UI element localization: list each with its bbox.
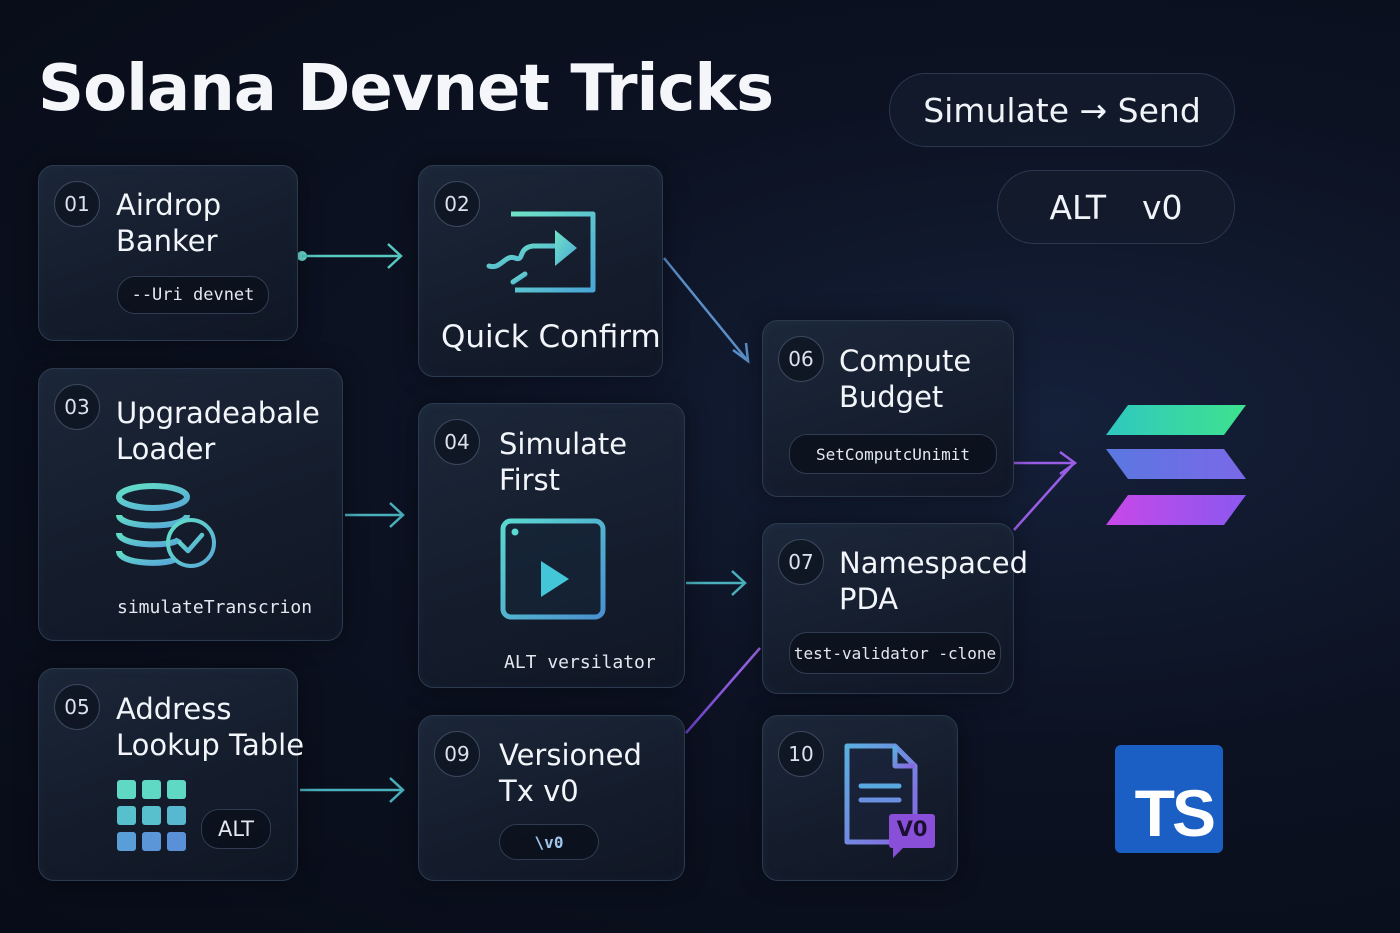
code-snippet: ALT versilator	[504, 652, 656, 673]
card-versioned-document: 10 V0	[762, 715, 958, 881]
database-check-icon	[116, 483, 216, 568]
typescript-logo-text: TS	[1134, 776, 1216, 850]
arrow-01-02	[297, 243, 403, 269]
step-number: 07	[778, 539, 824, 585]
card-airdrop-banker: 01 Airdrop Banker --Uri devnet	[38, 165, 298, 341]
step-number: 04	[434, 419, 480, 465]
card-title-line-1: Namespaced	[839, 546, 1029, 580]
card-title-line-2: PDA	[839, 582, 899, 616]
card-title-line-2: Budget	[839, 380, 944, 414]
code-snippet: simulateTranscrion	[117, 597, 313, 618]
card-title: Namespaced PDA	[839, 545, 1028, 617]
card-title-line-2: Tx v0	[499, 774, 579, 808]
card-title-line-1: Airdrop	[116, 188, 222, 222]
card-compute-budget: 06 Compute Budget SetComputcUnimit	[762, 320, 1014, 497]
doc-version-badge: V0	[896, 817, 928, 841]
v0-badge-label: v0	[1142, 187, 1183, 227]
solana-logo-icon	[1106, 405, 1246, 525]
step-number: 05	[54, 684, 100, 730]
step-number: 10	[778, 731, 824, 777]
card-title-line-2: Banker	[116, 224, 218, 258]
code-snippet: ALT	[201, 809, 271, 849]
step-number: 03	[54, 384, 100, 430]
card-title: Upgradeabale Loader	[116, 395, 320, 467]
code-snippet: test-validator -clone	[789, 632, 1001, 674]
play-window-icon	[500, 518, 606, 620]
card-title: Quick Confirm	[441, 319, 661, 355]
card-quick-confirm: 02 Quick Confirm	[418, 165, 663, 377]
card-namespaced-pda: 07 Namespaced PDA test-validator -clone	[762, 523, 1028, 694]
code-snippet: SetComputcUnimit	[789, 434, 997, 474]
card-title-line-1: Compute	[839, 344, 972, 378]
arrow-04-07	[686, 570, 747, 596]
arrow-03-04	[345, 502, 405, 528]
step-number: 02	[434, 181, 480, 227]
code-snippet: --Uri devnet	[117, 276, 269, 314]
arrow-06-07-to-solana	[1013, 450, 1078, 531]
card-title: Airdrop Banker	[116, 187, 221, 259]
card-title-line-2: Loader	[116, 432, 216, 466]
arrow-05-09	[300, 777, 405, 803]
card-title-line-1: Versioned	[499, 738, 642, 772]
page-title: Solana Devnet Tricks	[38, 52, 774, 126]
transfer-arrow-icon	[486, 211, 596, 293]
document-v0-icon	[844, 743, 935, 858]
alt-badge-label: ALT	[1049, 187, 1107, 227]
line-09-07	[685, 647, 761, 734]
arrow-02-06	[663, 257, 750, 364]
code-snippet: \v0	[499, 824, 599, 860]
card-title-line-1: Upgradeabale	[116, 396, 320, 430]
typescript-logo-icon: TS	[1115, 745, 1223, 853]
card-title-line-2: Lookup Table	[116, 728, 305, 762]
card-address-lookup-table: 05 Address Lookup Table ALT	[38, 668, 304, 881]
step-number: 06	[778, 336, 824, 382]
card-upgradeable-loader: 03 Upgradeabale Loader simulateTranscrio…	[38, 368, 343, 641]
alt-v0-badge: ALT v0	[997, 170, 1235, 244]
card-title-line-1: Address	[116, 692, 232, 726]
simulate-send-badge: Simulate → Send	[889, 73, 1235, 147]
grid-table-icon	[117, 780, 186, 851]
card-simulate-first: 04 Simulate First ALT versilator	[418, 403, 685, 688]
card-title: Address Lookup Table	[116, 691, 304, 763]
card-versioned-tx: 09 Versioned Tx v0 \v0	[418, 715, 685, 881]
card-title: Simulate First	[499, 426, 627, 498]
step-number: 01	[54, 181, 100, 227]
card-title: Compute Budget	[839, 343, 971, 415]
step-number: 09	[434, 731, 480, 777]
card-title-line-1: Simulate	[499, 427, 628, 461]
card-title-line-2: First	[499, 463, 561, 497]
card-title: Versioned Tx v0	[499, 737, 642, 809]
